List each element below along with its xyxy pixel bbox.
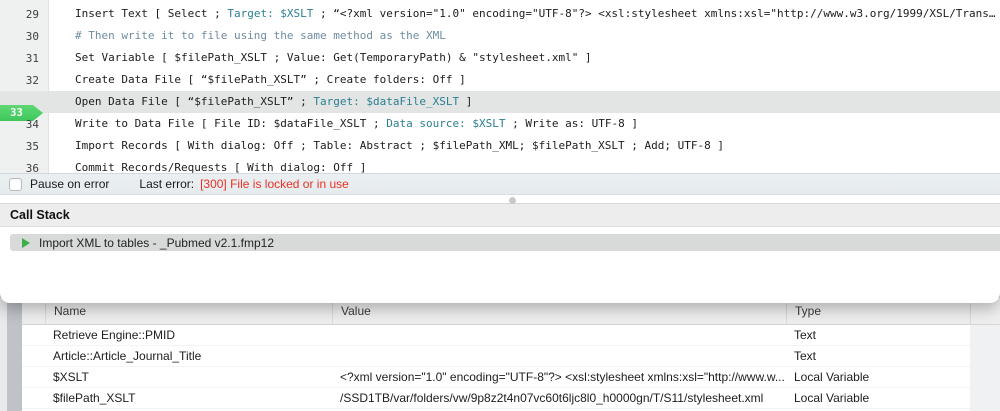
call-stack-list: Import XML to tables - _Pubmed v2.1.fmp1…	[0, 227, 1000, 251]
line-number-cell[interactable]: 29	[0, 3, 48, 26]
line-number: 34	[25, 117, 39, 131]
last-error-label: Last error:	[139, 177, 195, 191]
pause-on-error-label: Pause on error	[30, 177, 110, 191]
script-step-row[interactable]: 35 Import Records [ With dialog: Off ; Ta…	[0, 135, 1000, 157]
cell-name: $filePath_XSLT	[53, 391, 136, 405]
call-stack-item[interactable]: Import XML to tables - _Pubmed v2.1.fmp1…	[10, 234, 1000, 251]
scrollbar-track[interactable]	[970, 325, 1000, 411]
line-number-cell[interactable]: 30	[0, 25, 48, 48]
call-stack-header: Call Stack	[0, 203, 1000, 227]
cell-type: Local Variable	[794, 391, 870, 405]
cell-name: Retrieve Engine::PMID	[53, 328, 176, 342]
pause-on-error-checkbox[interactable]	[9, 177, 22, 191]
last-error-value: [300] File is locked or in use	[200, 177, 349, 191]
table-row[interactable]: $filePath_XSLT/SSD1TB/var/folders/vw/9p8…	[22, 388, 1000, 409]
script-step-row[interactable]: 30 # Then write it to file using the same…	[0, 25, 1000, 47]
cell-name: $XSLT	[53, 370, 89, 384]
line-number-cell[interactable]: 31	[0, 47, 48, 70]
script-debugger-window: 29 Insert Text [ Select ; Target: $XSLT ;…	[0, 0, 1000, 303]
script-step-text: Import Records [ With dialog: Off ; Tabl…	[75, 139, 725, 152]
script-step-text: # Then write it to file using the same m…	[75, 29, 446, 42]
table-row[interactable]: Retrieve Engine::PMID Text	[22, 325, 1000, 346]
table-row[interactable]: $XSLT <?xml version="1.0" encoding="UTF-8…	[22, 367, 1000, 388]
call-stack-item-label: Import XML to tables - _Pubmed v2.1.fmp1…	[39, 235, 275, 250]
table-row[interactable]: Article::Article_Journal_Title Text	[22, 346, 1000, 367]
script-step-row[interactable]: 29 Insert Text [ Select ; Target: $XSLT ;…	[0, 3, 1000, 25]
line-number: 30	[25, 29, 39, 43]
cell-type: Local Variable	[794, 370, 870, 384]
cell-value: /SSD1TB/var/folders/vw/9p8z2t4n07vc60t6l…	[340, 391, 764, 405]
row-leading-cell	[22, 367, 45, 387]
line-number: 29	[25, 7, 39, 21]
splitter-handle-icon[interactable]	[509, 197, 516, 204]
line-number: 36	[25, 161, 39, 174]
script-step-row[interactable]: 32 Create Data File [ “$filePath_XSLT” ; …	[0, 69, 1000, 91]
column-header-value[interactable]: Value	[332, 298, 786, 324]
debugger-status-bar: Pause on error Last error: [300] File is…	[0, 173, 1000, 195]
line-number-cell[interactable]: 34	[0, 113, 48, 136]
script-step-text: Write to Data File [ File ID: $dataFile_…	[75, 117, 638, 130]
line-number-cell[interactable]: 32	[0, 69, 48, 92]
script-step-row[interactable]: 34 Write to Data File [ File ID: $dataFil…	[0, 113, 1000, 135]
row-leading-cell	[22, 346, 45, 366]
column-header-name[interactable]: Name	[45, 298, 332, 324]
background-strip	[0, 298, 7, 411]
current-line-arrow-icon: 33	[0, 105, 43, 121]
column-header-end-spacer	[970, 298, 1000, 324]
script-step-row[interactable]: 36 Commit Records/Requests [ With dialog:…	[0, 157, 1000, 173]
script-step-text: Insert Text [ Select ; Target: $XSLT ; “…	[75, 7, 996, 20]
line-number-cell[interactable]: 35	[0, 135, 48, 158]
line-number: 35	[25, 139, 39, 153]
cell-type: Text	[794, 328, 817, 342]
column-header-type[interactable]: Type	[786, 298, 970, 324]
line-number-gutter	[0, 0, 49, 173]
pane-splitter[interactable]	[0, 195, 1000, 204]
script-step-row[interactable]: 31 Set Variable [ $filePath_XSLT ; Value:…	[0, 47, 1000, 69]
cell-value	[332, 346, 786, 366]
script-step-text: Create Data File [ “$filePath_XSLT” ; Cr…	[75, 73, 466, 86]
cell-type: Text	[794, 349, 817, 363]
script-pane: 29 Insert Text [ Select ; Target: $XSLT ;…	[0, 0, 1000, 173]
script-step-text: Open Data File [ “$filePath_XSLT” ; Targ…	[75, 95, 473, 108]
cell-value	[332, 325, 786, 345]
line-number: 31	[25, 51, 39, 65]
script-step-text: Set Variable [ $filePath_XSLT ; Value: G…	[75, 51, 592, 64]
line-number: 32	[25, 73, 39, 87]
cell-value: <?xml version="1.0" encoding="UTF-8"?> <…	[340, 370, 785, 384]
script-step-text: Commit Records/Requests [ With dialog: O…	[75, 161, 367, 173]
script-step-row[interactable]: 33 Open Data File [ “$filePath_XSLT” ; Ta…	[0, 91, 1000, 121]
line-number-cell[interactable]: 36	[0, 157, 48, 174]
cell-name: Article::Article_Journal_Title	[53, 349, 202, 363]
play-icon	[22, 237, 30, 248]
row-leading-cell	[22, 325, 45, 345]
row-leading-cell	[22, 388, 45, 408]
